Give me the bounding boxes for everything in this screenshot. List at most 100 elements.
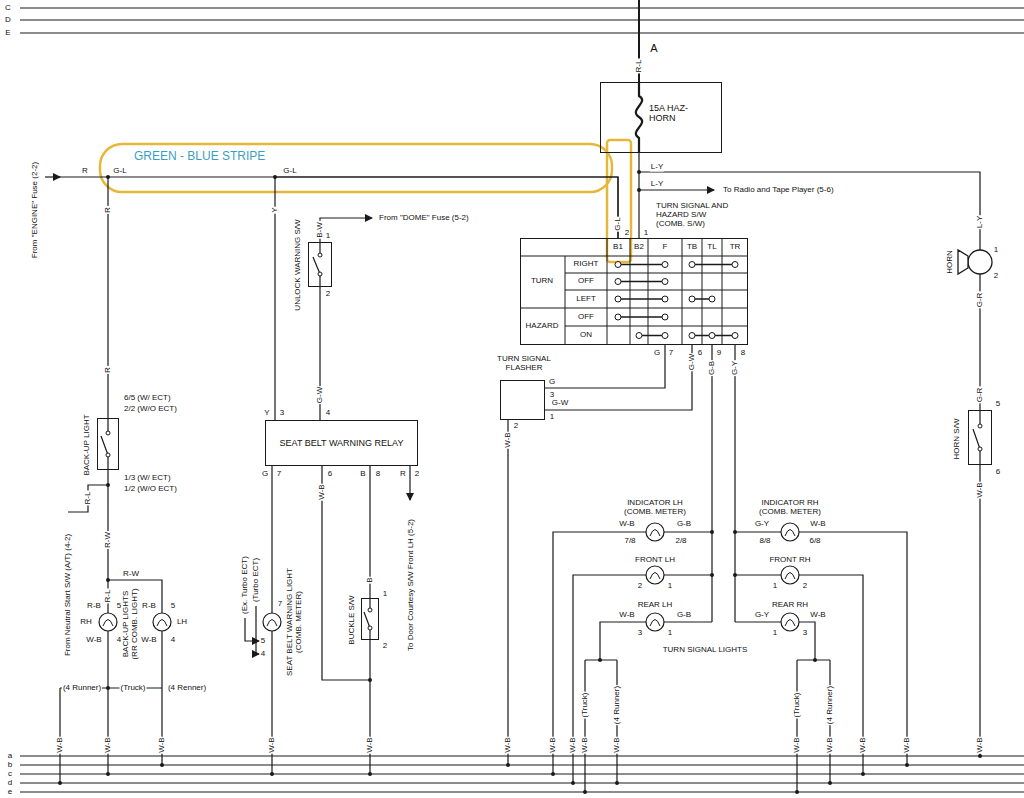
wire-code: G-L (112, 167, 127, 176)
highlight-oval (100, 144, 612, 192)
annotation-label: HAZARD (525, 322, 560, 331)
wire-code: TR (729, 243, 742, 252)
wire-code: RH (79, 618, 93, 627)
variant-note: (Truck) (581, 691, 590, 718)
wire-code: W-B (504, 431, 513, 448)
wire-code: W-B (618, 520, 635, 529)
switch-label: UNLOCK WARNING S/W (293, 219, 302, 310)
wire-code: W-B (809, 520, 826, 529)
wire-code: D (4, 16, 12, 25)
switch-terminals (106, 253, 982, 630)
annotation-label: To Radio and Tape Player (5-6) (722, 186, 835, 195)
variant-note: (4 Runner) (826, 685, 835, 725)
annotation-label: LEFT (575, 295, 597, 304)
annotation-label: FRONT LH (634, 556, 676, 565)
wire-code: R (81, 167, 89, 176)
annotation-label: e (7, 788, 13, 797)
annotation-label: REAR LH (637, 601, 674, 610)
fuse-box: 15A HAZ-HORN (600, 82, 722, 153)
horn-switch: HORN S/W (968, 410, 992, 465)
annotation-label: From Neutral Start S/W (A/T) (4-2) (64, 533, 73, 657)
wire-code: G-W (688, 353, 697, 371)
wire-code: W-B (268, 736, 277, 753)
pin-number: 4 (260, 650, 266, 659)
backup-light-switch: BACK-UP LIGHT (97, 418, 119, 470)
pin-number: 1 (667, 582, 673, 591)
wire-code: TL (706, 243, 717, 252)
wire-code: W-B (140, 636, 157, 645)
wire-code: G-B (676, 611, 692, 620)
unlock-switch: UNLOCK WARNING S/W (308, 242, 332, 287)
wire-code: R-B (86, 602, 102, 611)
wire-code: W-B (85, 636, 102, 645)
annotation-label: To Door Courtesy S/W Front LH (5-2) (407, 518, 416, 652)
wire-code: R-L (84, 491, 93, 506)
ground-bus-lines (20, 756, 1024, 792)
pin-number: 1/2 (W/O ECT) (123, 485, 178, 494)
pin-number: 2/8 (674, 537, 687, 546)
pin-number: 1 (772, 629, 778, 638)
lamp-filaments (103, 530, 795, 627)
pin-number: 6 (995, 468, 1001, 477)
wire-code: W-B (976, 481, 985, 498)
wire-code: W-B (581, 736, 590, 753)
pin-number: 3 (802, 629, 808, 638)
wire-code: G-R (976, 387, 985, 404)
buckle-switch: BUCKLE S/W (361, 598, 379, 640)
pin-number: 6/5 (W/ ECT) (123, 394, 172, 403)
dome-arrow (320, 218, 372, 242)
pin-number: 4 (116, 636, 122, 645)
annotation-label: GREEN - BLUE STRIPE (133, 150, 266, 163)
switch-label: HORN S/W (952, 419, 961, 460)
pin-number: 2 (325, 290, 331, 299)
wire-code: R (399, 470, 407, 479)
pin-number: 5 (170, 602, 176, 611)
annotation-label: b (7, 761, 13, 770)
wire-code: B (359, 470, 366, 479)
annotation-label: INDICATOR RH (COMB. METER) (749, 499, 831, 517)
wire-code: G-L (282, 167, 297, 176)
variant-arrow (256, 606, 259, 654)
pin-number: 6 (327, 470, 333, 479)
wire-code: L-Y (650, 180, 664, 189)
door-arrow (409, 466, 410, 500)
wire-code: W-B (859, 736, 868, 753)
wire-code: A (649, 42, 658, 54)
wire-code: Y (263, 409, 270, 418)
wire-code: W-B (569, 736, 578, 753)
wire-code: TB (686, 243, 698, 252)
pin-number: 4 (325, 409, 331, 418)
wire-code: G (548, 378, 556, 387)
wire-code: W-B (56, 736, 65, 753)
wiring (58, 172, 980, 792)
pin-number: 8/8 (758, 537, 771, 546)
variant-arrow (245, 618, 259, 641)
wire-code: L-Y (976, 215, 985, 229)
pin-number: 2/2 (W/O ECT) (123, 405, 178, 414)
junction-dots (58, 170, 982, 794)
switch-label: BUCKLE S/W (347, 595, 356, 644)
wire-code: G-Y (754, 520, 770, 529)
pin-number: 2 (513, 422, 519, 431)
wire-connector (545, 345, 665, 388)
wire-code: R-W (122, 570, 140, 579)
wire-code: C (4, 4, 12, 13)
annotation-label: TURN (530, 277, 554, 286)
wire-code: W-B (366, 736, 375, 753)
contact-points (615, 262, 738, 339)
switch-table-grid (520, 238, 748, 345)
wire-code: W-B (826, 736, 835, 753)
wire-code: Y (271, 206, 280, 213)
pin-number: 7 (276, 470, 282, 479)
wire-code: B (366, 576, 375, 583)
pin-number: 8 (740, 349, 746, 358)
wire-code: G-B (708, 360, 717, 376)
wire-code: R-B (141, 602, 157, 611)
annotation-label: From "DOME" Fuse (5-2) (378, 214, 470, 223)
horn-body (968, 250, 992, 274)
annotation-label: SEAT BELT WARNING LIGHT (COMB. METER) (286, 564, 304, 681)
wire-code: W-B (504, 736, 513, 753)
pin-number: 8 (375, 470, 381, 479)
fuse-label: 15A HAZ-HORN (649, 103, 711, 124)
